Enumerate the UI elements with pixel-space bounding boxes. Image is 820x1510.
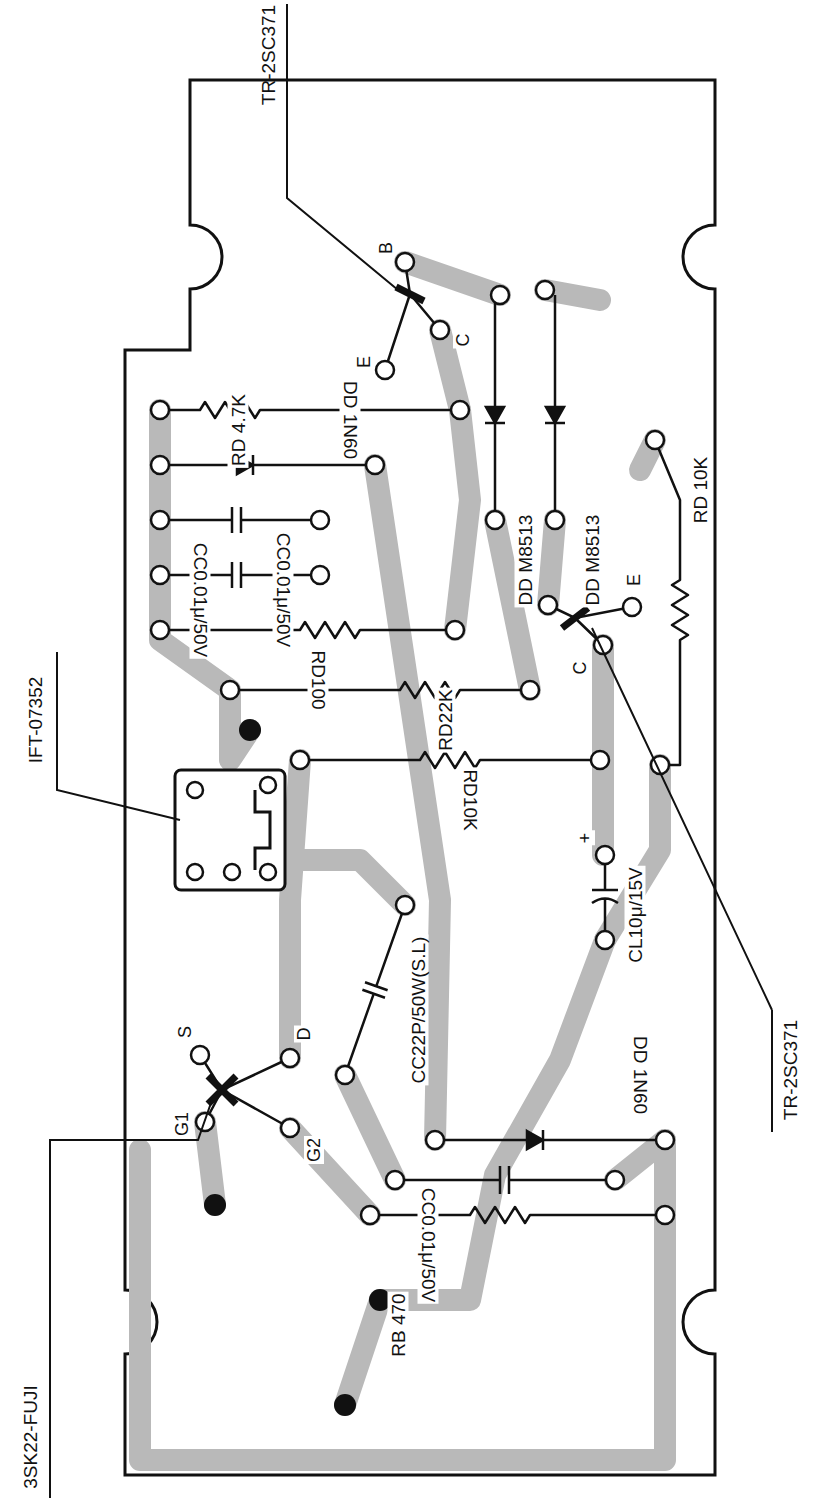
- board-outline: [125, 80, 715, 1475]
- component-label: CC22P/50W(S.L): [408, 935, 429, 1086]
- part-callout: 3SK22-FUJI: [20, 1383, 41, 1490]
- part-callout: TR-2SC371: [258, 3, 279, 107]
- component-label: RD22K: [435, 687, 456, 752]
- pin-label: B: [376, 240, 396, 256]
- component-label: DD 1N60: [340, 379, 361, 461]
- pin-label: E: [354, 354, 374, 370]
- ift-can: [175, 770, 285, 890]
- component-label: RD10K: [460, 767, 481, 832]
- ground-dots: [204, 719, 391, 1416]
- pin-label: C: [453, 332, 473, 349]
- ift-core: [255, 790, 270, 870]
- solder-pads: [151, 253, 674, 1224]
- component-label: RD 10K: [690, 455, 711, 526]
- part-callout: TR-2SC371: [780, 1018, 801, 1122]
- pin-label: G2: [304, 1136, 324, 1164]
- component-label: CC0.01μ/50V: [273, 531, 294, 649]
- component-label: CC0.01μ/50V: [418, 1186, 439, 1304]
- component-label: RB 470: [388, 1291, 409, 1358]
- transistor-symbols: [200, 262, 632, 1128]
- component-label: RD 4.7K: [228, 392, 249, 468]
- diode-symbols: [160, 295, 665, 1150]
- pin-label: C: [570, 660, 590, 677]
- part-callout: IFT-07352: [25, 675, 46, 766]
- component-label: DD M8513: [515, 513, 536, 608]
- component-label: DD M8513: [582, 513, 603, 608]
- component-label: CC0.01μ/50V: [190, 541, 211, 659]
- component-label: CL10μ/15V: [625, 865, 646, 964]
- capacitor-symbols: [160, 507, 618, 1194]
- leader-lines: [50, 4, 772, 1498]
- pin-label: D: [294, 1026, 314, 1043]
- pin-label: E: [624, 572, 644, 588]
- resistor-symbols: [160, 402, 688, 1223]
- copper-traces: [140, 262, 665, 1460]
- pin-label: S: [175, 1024, 195, 1040]
- component-label: RD100: [308, 648, 329, 711]
- pin-label: +: [575, 831, 595, 846]
- pin-label: G1: [172, 1110, 192, 1138]
- component-label: DD 1N60: [630, 1034, 651, 1116]
